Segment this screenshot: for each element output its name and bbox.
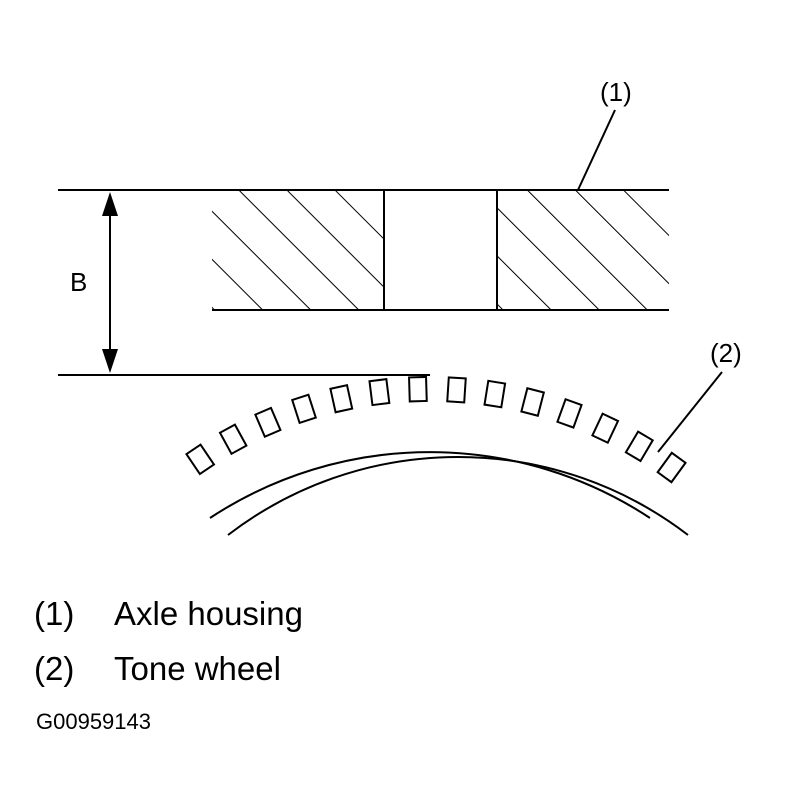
tone-wheel-tooth — [290, 393, 318, 425]
callout-1-leader — [577, 109, 616, 191]
tone-wheel-inner-rim — [227, 456, 689, 536]
dimension-arrow-up — [102, 192, 118, 216]
tone-wheel-tooth — [254, 406, 282, 438]
tone-wheel-tooth — [591, 412, 620, 445]
tone-wheel-tooth — [624, 430, 655, 463]
callout-1-label: (1) — [600, 77, 632, 107]
tone-wheel-tooth — [446, 376, 467, 404]
tone-wheel-tooth — [329, 383, 354, 414]
tone-wheel-tooth — [520, 387, 546, 417]
dimension-arrow-down — [102, 349, 118, 373]
tone-wheel-tooth — [656, 451, 687, 484]
legend-number: (1) — [34, 595, 75, 632]
callout-2-label: (2) — [710, 338, 742, 368]
legend-text: Axle housing — [114, 595, 303, 632]
housing-hatch-right — [497, 190, 669, 310]
legend-item-axle-housing: (1) Axle housing — [34, 594, 303, 634]
legend-text: Tone wheel — [114, 650, 281, 687]
tone-wheel-tooth — [483, 379, 507, 409]
tone-wheel-tooth — [218, 423, 248, 456]
tone-wheel-tooth — [408, 375, 428, 403]
tone-wheel-teeth — [185, 375, 687, 484]
dimension-b: B — [70, 192, 118, 373]
tone-wheel-tooth — [368, 378, 391, 407]
axle-housing — [58, 189, 669, 311]
tone-wheel — [185, 375, 689, 536]
legend-item-tone-wheel: (2) Tone wheel — [34, 649, 281, 689]
callout-tone-wheel: (2) — [657, 338, 742, 453]
legend-number: (2) — [34, 650, 75, 687]
dimension-label: B — [70, 267, 87, 297]
callout-2-leader — [657, 371, 723, 453]
callout-axle-housing: (1) — [577, 77, 632, 191]
tone-wheel-tooth — [556, 397, 583, 429]
figure-code: G00959143 — [36, 709, 151, 734]
housing-hatch-left — [212, 190, 384, 310]
tone-wheel-tooth — [185, 443, 216, 476]
tone-wheel-outer-rim — [209, 451, 651, 519]
